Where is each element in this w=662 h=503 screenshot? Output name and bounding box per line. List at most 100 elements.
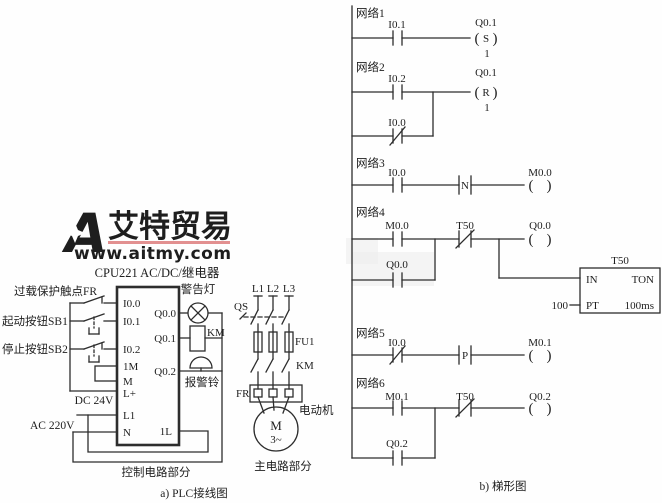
branch-contact-operand: Q0.0: [386, 259, 408, 271]
dc-supply-label: DC 24V: [75, 395, 114, 407]
network-label: 网络5: [356, 326, 385, 340]
coil-open-paren: (: [475, 85, 480, 101]
coil-count: 1: [484, 102, 490, 114]
coil-close-paren: ): [493, 85, 498, 101]
coil-operand: Q0.1: [475, 67, 497, 79]
warning-lamp-label: 警告灯: [181, 282, 216, 296]
ladder-network-5: 网络5 I0.0 P M0.1 ( ): [351, 326, 552, 365]
motor-label: 电动机: [299, 403, 334, 417]
watermark-underline: [108, 241, 230, 244]
plc-wiring-diagram: CPU221 AC/DC/继电器 I0.0 I0.1 I0.2 1M M L+ …: [2, 266, 228, 500]
wiring-caption: a) PLC接线图: [160, 486, 227, 500]
phase-l1-label: L1: [252, 283, 264, 295]
contact-operand: I0.2: [388, 73, 405, 85]
coil-open-paren: (: [529, 348, 534, 364]
watermark-url: www.aitmy.com: [74, 244, 232, 264]
fu1-label: FU1: [295, 336, 315, 348]
network-label: 网络6: [356, 376, 385, 390]
coil-reset-letter: R: [482, 87, 490, 99]
timer-box: T50 IN TON PT 100ms 100: [552, 255, 661, 314]
fr-relay-label: FR: [236, 388, 250, 400]
network-wires: [351, 398, 525, 466]
coil-operand: Q0.1: [475, 17, 497, 29]
nc-contact-operand: T50: [456, 391, 474, 403]
coil-close-paren: ): [493, 31, 498, 47]
timer-in-pin: IN: [586, 274, 598, 286]
coil-open-paren: (: [529, 401, 534, 417]
km-coil-label: KM: [207, 327, 225, 339]
sb1-label: 起动按钮SB1: [2, 314, 68, 328]
coil-operand: Q0.0: [529, 220, 551, 232]
ac-supply-label: AC 220V: [30, 420, 75, 432]
alarm-bell-icon: [189, 356, 213, 372]
terminal-1m: 1M: [123, 361, 139, 373]
coil-open-paren: (: [529, 232, 534, 248]
alarm-bell-label: 报警铃: [185, 375, 220, 389]
terminal-lplus: L+: [123, 388, 136, 400]
control-circuit-caption: 控制电路部分: [122, 465, 191, 479]
nc-contact-operand: T50: [456, 220, 474, 232]
network-wires: [351, 345, 525, 365]
network-label: 网络4: [356, 205, 385, 219]
timer-name: T50: [611, 255, 629, 267]
branch-contact-operand: I0.0: [388, 117, 406, 129]
timer-pt-pin: PT: [586, 300, 599, 312]
coil-open-paren: (: [475, 31, 480, 47]
coil-operand: Q0.2: [529, 391, 551, 403]
main-circuit: L1 L2 L3 QS FU1 KM FR: [234, 283, 334, 473]
plc-title: CPU221 AC/DC/继电器: [95, 266, 220, 280]
phase-l3-label: L3: [283, 283, 296, 295]
branch-contact-operand: Q0.2: [386, 438, 408, 450]
ladder-network-2: 网络2 I0.2 I0.0 Q0.1 ( R ) 1: [351, 60, 498, 146]
watermark-star-icon: [65, 223, 85, 243]
network-wires: [351, 30, 471, 46]
timer-timebase: 100ms: [625, 300, 654, 312]
negative-edge-letter: N: [461, 180, 469, 192]
contact-operand: I0.0: [388, 167, 406, 179]
positive-edge-letter: P: [462, 350, 468, 362]
coil-count: 1: [484, 48, 490, 60]
terminal-q02: Q0.2: [154, 366, 176, 378]
coil-close-paren: ): [547, 232, 552, 248]
terminal-1l: 1L: [160, 426, 173, 438]
terminal-i02: I0.2: [123, 344, 140, 356]
network-label: 网络1: [356, 6, 385, 20]
ladder-network-6: 网络6 M0.1 T50 Q0.2 Q0.2 ( ): [351, 376, 552, 466]
timer-preset: 100: [552, 300, 569, 312]
terminal-m: M: [123, 376, 133, 388]
fr-relay-box: [249, 384, 303, 403]
contact-operand: M0.1: [385, 391, 409, 403]
terminal-q00: Q0.0: [154, 308, 176, 320]
ladder-network-4: 网络4 M0.0 T50 Q0.0 Q0.0: [351, 205, 661, 314]
terminal-i00: I0.0: [123, 298, 141, 310]
network-label: 网络3: [356, 156, 385, 170]
coil-set-letter: S: [483, 33, 489, 45]
coil-operand: M0.0: [528, 167, 552, 179]
warning-lamp-icon: [187, 302, 209, 324]
km-contact-label: KM: [296, 360, 314, 372]
terminal-q01: Q0.1: [154, 333, 176, 345]
contact-operand: M0.0: [385, 220, 409, 232]
terminal-i01: I0.1: [123, 316, 140, 328]
motor-icon: [253, 406, 299, 452]
network-label: 网络2: [356, 60, 385, 74]
timer-type: TON: [632, 274, 654, 286]
sb2-label: 停止按钮SB2: [2, 342, 68, 356]
ladder-network-3: 网络3 I0.0 N M0.0 ( ): [351, 156, 552, 195]
coil-open-paren: (: [529, 178, 534, 194]
contact-operand: I0.1: [388, 19, 405, 31]
ladder-caption: b) 梯形图: [480, 480, 527, 493]
terminal-l1: L1: [123, 410, 135, 422]
plc-output-terminals: Q0.0 Q0.1 Q0.2 1L: [154, 308, 176, 438]
motor-phase: 3~: [270, 434, 282, 446]
network-wires: [351, 229, 581, 288]
ladder-diagram: 网络1 I0.1 Q0.1 ( S ) 1 网络2: [346, 5, 661, 493]
qs-label: QS: [234, 301, 248, 313]
phase-l2-label: L2: [267, 283, 279, 295]
coil-close-paren: ): [547, 178, 552, 194]
coil-close-paren: ): [547, 348, 552, 364]
coil-close-paren: ): [547, 401, 552, 417]
watermark-brand: 艾特贸易: [108, 209, 232, 245]
